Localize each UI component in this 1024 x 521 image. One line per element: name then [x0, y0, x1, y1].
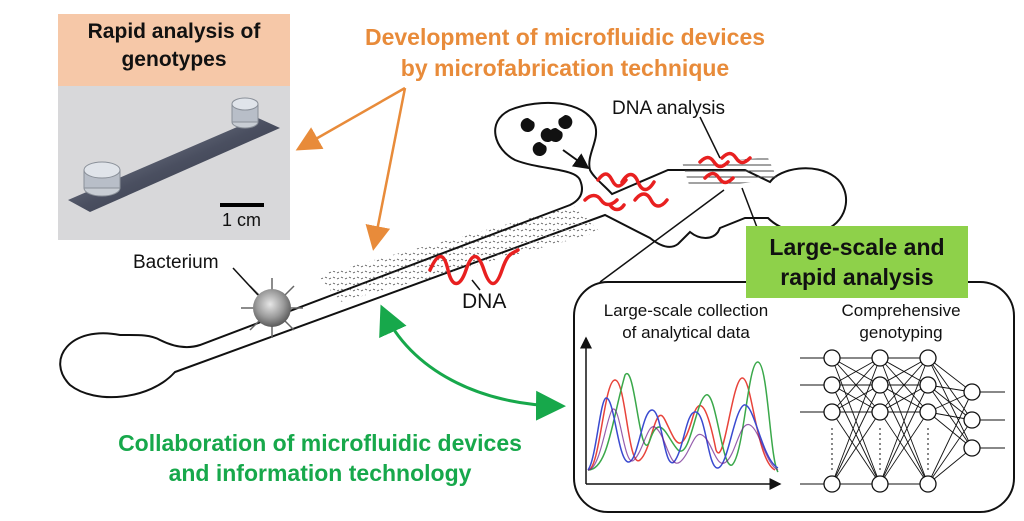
nn-node	[919, 349, 937, 367]
neural-network-icon	[800, 349, 1005, 493]
nn-edge	[879, 357, 929, 485]
flow-arrow	[562, 149, 590, 170]
genotyping-label-line1: Comprehensive	[841, 301, 961, 320]
nn-node	[823, 349, 841, 367]
reaction-zone	[318, 206, 600, 302]
nn-node	[963, 411, 981, 429]
panel-connector-right	[741, 187, 759, 231]
nn-edge	[831, 384, 881, 413]
nn-edge	[927, 411, 973, 449]
nn-edge	[927, 384, 973, 421]
green-double-arrow	[379, 304, 566, 421]
large-scale-title-line1: Large-scale and	[769, 234, 945, 260]
collaboration-title: Collaboration of microfluidic devices an…	[40, 428, 600, 488]
collection-label-line1: Large-scale collection	[603, 301, 769, 320]
series-green	[587, 361, 779, 473]
nn-node	[919, 376, 937, 394]
nn-edge	[831, 357, 881, 386]
collaboration-title-line1: Collaboration of microfluidic devices	[118, 430, 522, 456]
dna-pointer	[471, 279, 481, 291]
nn-node	[963, 439, 981, 457]
chip-glass	[68, 118, 280, 212]
dna-label: DNA	[462, 290, 507, 313]
nn-edge	[879, 357, 929, 386]
scale-bar-label: 1 cm	[222, 210, 262, 230]
virus-spiky-icon	[241, 278, 303, 338]
nn-edge	[879, 411, 929, 485]
dna-analysis-pointer	[699, 116, 721, 159]
nn-node	[963, 383, 981, 401]
nn-edge	[927, 357, 973, 393]
bacterium-pointer	[232, 267, 259, 296]
photo-title-box	[58, 14, 290, 86]
bacterium-label: Bacterium	[133, 252, 219, 273]
genotyping-label-line2: genotyping	[859, 323, 943, 342]
rapid-genotypes-title-line2: genotypes	[121, 48, 227, 71]
nn-edge	[927, 384, 973, 449]
series-purple	[587, 408, 779, 471]
large-scale-title: Large-scale and rapid analysis	[746, 232, 968, 292]
nn-node	[823, 376, 841, 394]
rapid-genotypes-title: Rapid analysis of genotypes	[58, 18, 290, 74]
nn-edge	[831, 357, 881, 413]
chip-photo	[58, 14, 290, 240]
large-scale-title-line2: rapid analysis	[780, 264, 934, 290]
nn-edge	[879, 384, 929, 485]
detection-zone	[682, 158, 778, 188]
pacman-particles-icon	[520, 114, 573, 156]
development-title-line1: Development of microfluidic devices	[364, 24, 766, 50]
genotyping-label: Comprehensive genotyping	[806, 300, 996, 344]
series-red	[587, 377, 776, 471]
rapid-genotypes-title-line1: Rapid analysis of	[87, 20, 261, 43]
nn-edge	[879, 357, 929, 413]
panel-connector-left	[599, 189, 725, 283]
nn-node	[823, 475, 841, 493]
nn-edge	[927, 391, 973, 485]
dna-strands	[428, 151, 752, 286]
orange-arrows	[295, 86, 407, 251]
collection-label: Large-scale collection of analytical dat…	[586, 300, 786, 344]
dna-analysis-label: DNA analysis	[612, 98, 725, 119]
nn-node	[919, 403, 937, 421]
collection-label-line2: of analytical data	[622, 323, 750, 342]
nn-edge	[831, 357, 881, 485]
nn-edge	[831, 384, 881, 485]
collaboration-title-line2: and information technology	[168, 460, 472, 486]
development-title-line2: by microfabrication technique	[400, 55, 730, 81]
nn-node	[871, 403, 889, 421]
nn-node	[871, 475, 889, 493]
nn-node	[919, 475, 937, 493]
large-scale-title-box	[746, 226, 968, 298]
nn-node	[871, 376, 889, 394]
chromatogram	[580, 336, 782, 490]
nn-edge	[879, 384, 929, 413]
nn-node	[871, 349, 889, 367]
nn-edge	[927, 447, 973, 485]
nn-edge	[927, 419, 973, 485]
nn-edge	[927, 357, 973, 421]
development-title: Development of microfluidic devices by m…	[330, 22, 800, 84]
nn-edge	[831, 411, 881, 485]
nn-node	[823, 403, 841, 421]
